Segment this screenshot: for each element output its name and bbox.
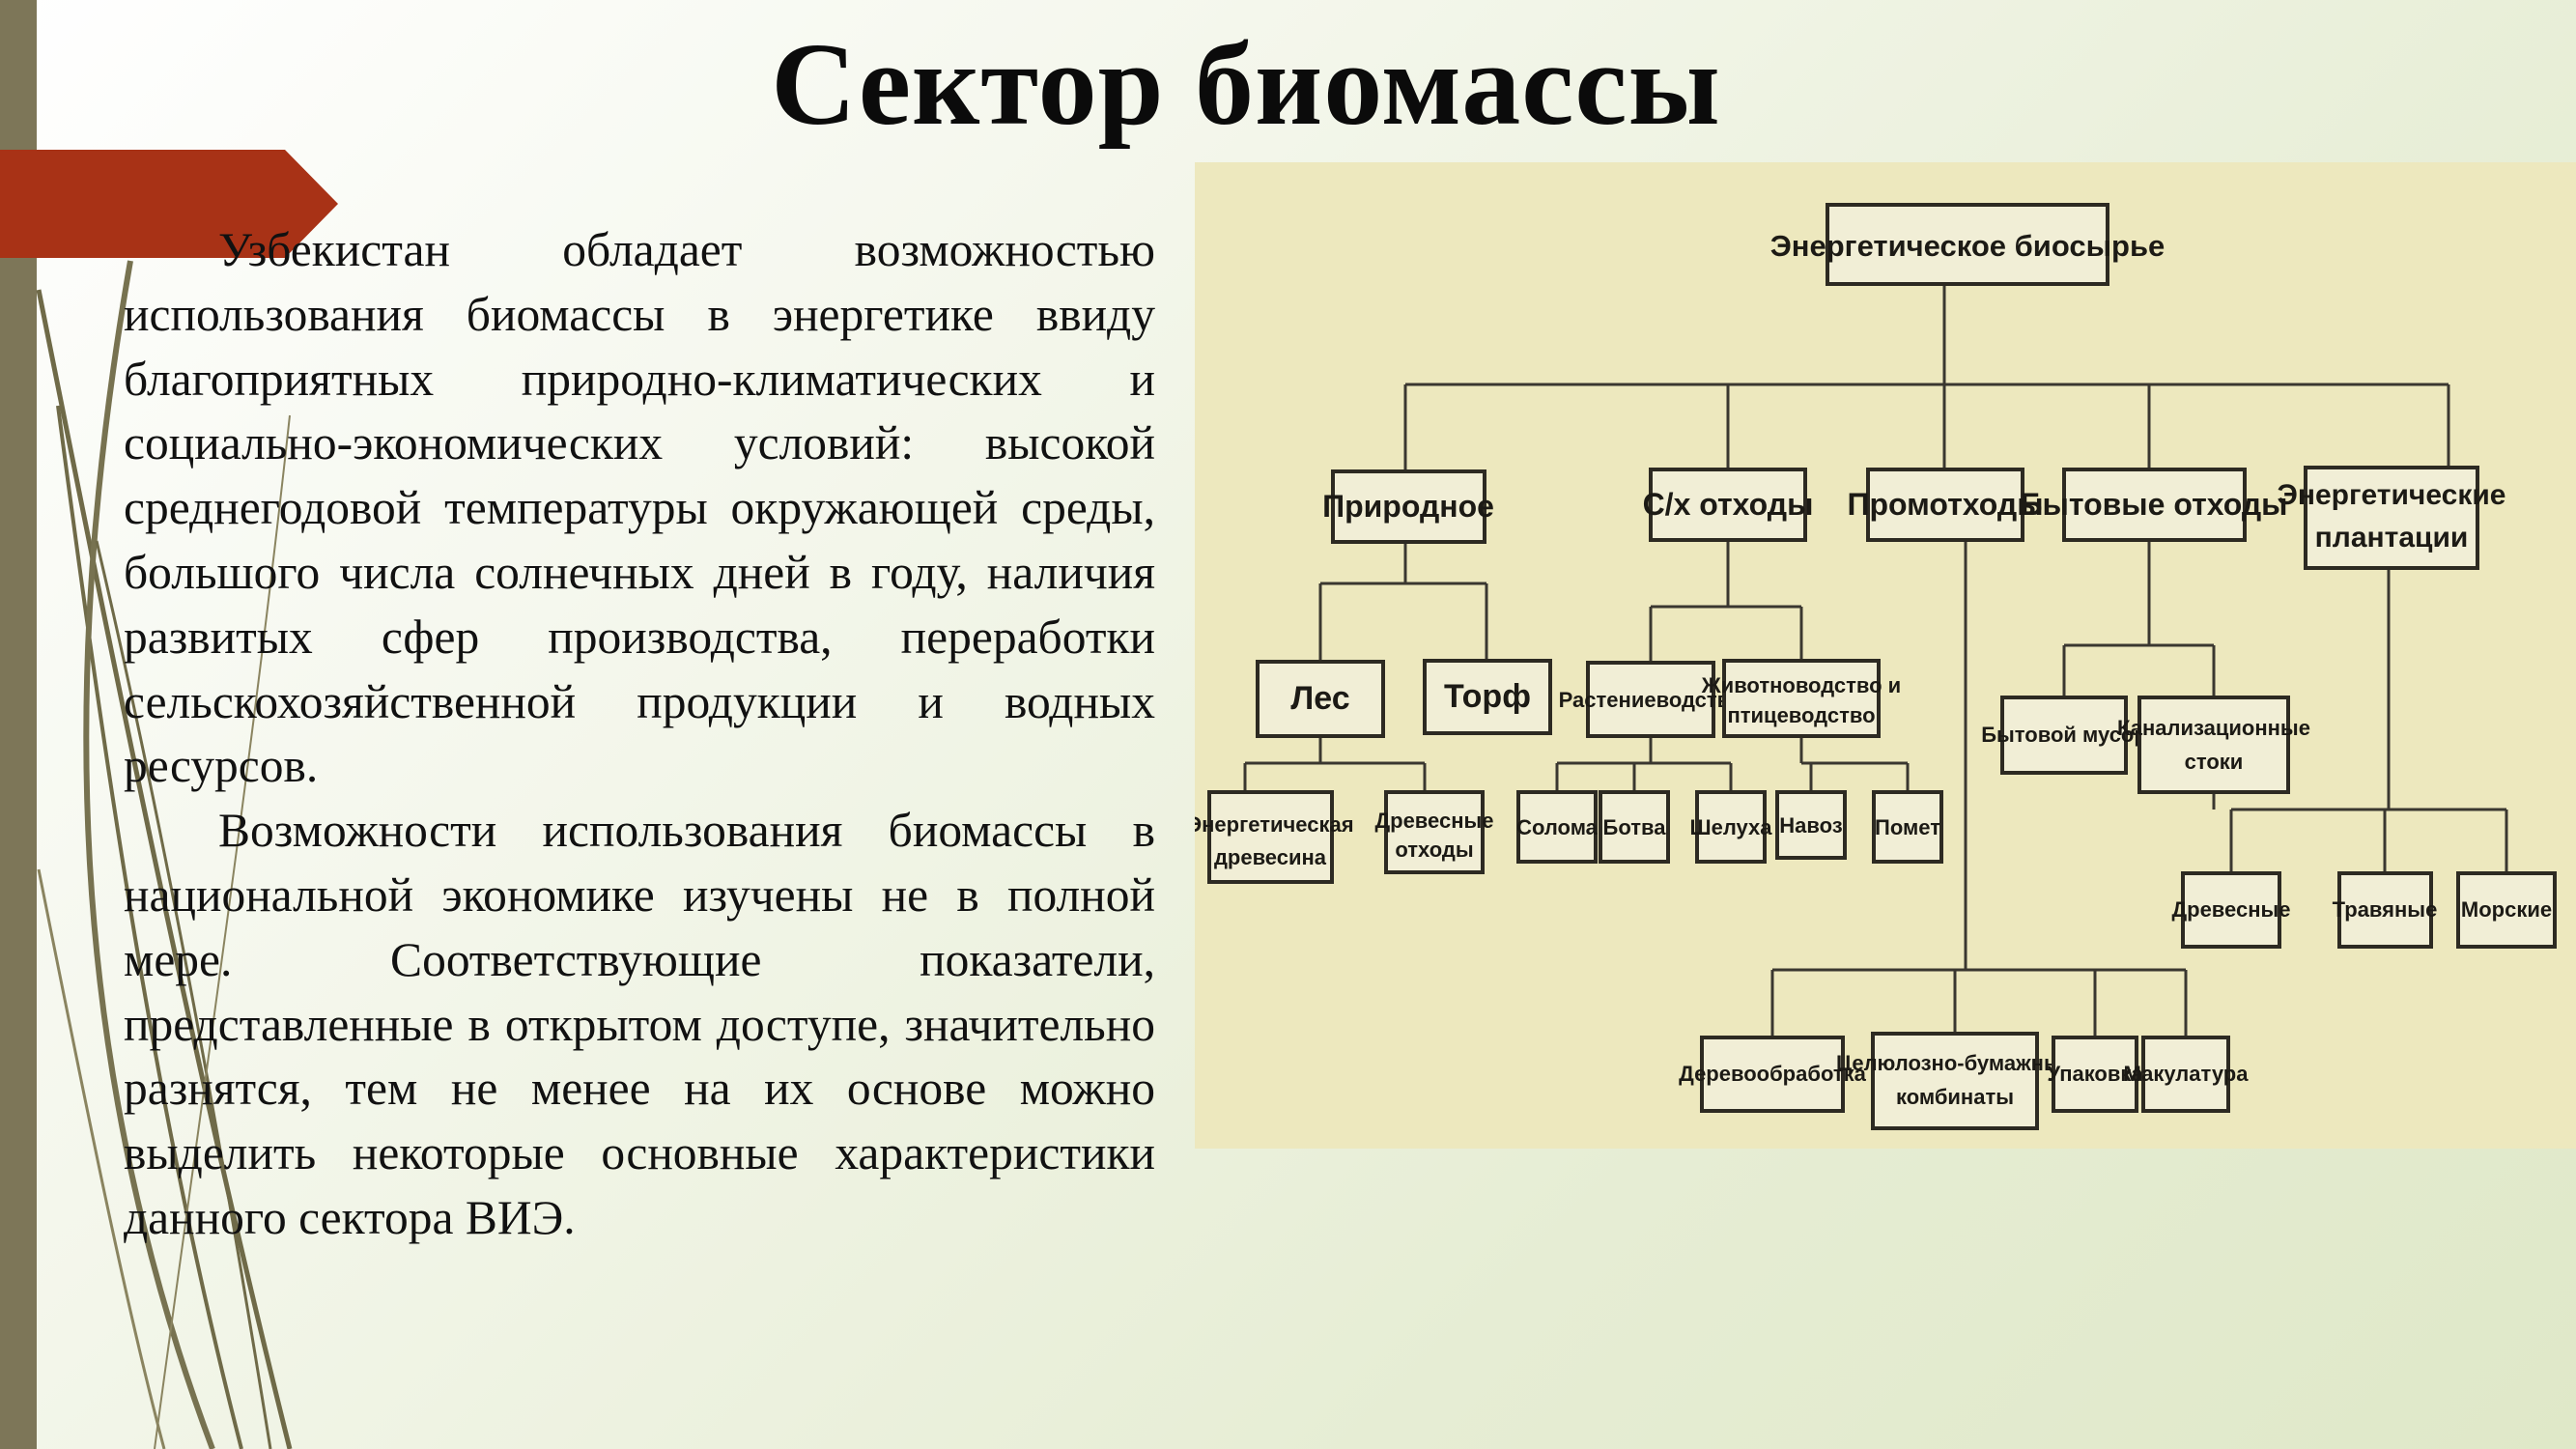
svg-text:Помет: Помет: [1875, 815, 1940, 839]
category-agri-waste: С/х отходы: [1643, 468, 1814, 542]
node-straw: Солома: [1516, 790, 1599, 864]
svg-text:плантации: плантации: [2315, 522, 2469, 554]
paragraph-1: Узбекистан обладает возможностью использ…: [124, 223, 1155, 793]
svg-text:Природное: Природное: [1322, 489, 1494, 524]
diagram-connectors: [1243, 284, 2508, 1037]
node-plantation-sea: Морские: [2456, 871, 2557, 949]
svg-text:Солома: Солома: [1516, 815, 1599, 839]
node-waste-paper: Макулатура: [2124, 1036, 2250, 1113]
root-label: Энергетическое биосырье: [1770, 229, 2166, 263]
node-livestock: Животноводство и птицеводство: [1701, 659, 1901, 738]
title-arrow-marker: [0, 150, 338, 258]
svg-text:Бытовые отходы: Бытовые отходы: [2021, 487, 2288, 522]
svg-text:отходы: отходы: [1395, 838, 1473, 862]
svg-text:Деревообработка: Деревообработка: [1679, 1062, 1866, 1086]
svg-text:Энергетические: Энергетические: [2278, 479, 2506, 511]
category-energy-plantations: Энергетические плантации: [2278, 466, 2506, 570]
biomass-hierarchy-diagram: Энергетическое биосырье Природное С/х от…: [1195, 162, 2576, 1149]
svg-text:комбинаты: комбинаты: [1896, 1085, 2014, 1109]
svg-text:Древесные: Древесные: [2171, 897, 2290, 922]
node-forest: Лес: [1256, 660, 1385, 738]
node-sewage: Канализационные стоки: [2117, 696, 2310, 794]
svg-text:Ботва: Ботва: [1603, 815, 1667, 839]
root-node: Энергетическое биосырье: [1770, 203, 2166, 286]
slide-body: Узбекистан обладает возможностью использ…: [124, 218, 1155, 1251]
svg-text:Навоз: Навоз: [1779, 813, 1843, 838]
decorative-swoosh: [36, 260, 293, 1449]
svg-text:Растениеводство: Растениеводство: [1559, 688, 1743, 712]
svg-text:Шелуха: Шелуха: [1689, 815, 1772, 839]
svg-text:Промотходы: Промотходы: [1847, 487, 2043, 522]
node-tops: Ботва: [1599, 790, 1670, 864]
svg-text:древесина: древесина: [1214, 845, 1327, 869]
node-pulp-mills: Целюлозно-бумажные комбинаты: [1836, 1032, 2074, 1130]
svg-text:Канализационные: Канализационные: [2117, 716, 2310, 740]
svg-text:стоки: стоки: [2185, 750, 2244, 774]
category-industrial-waste: Промотходы: [1847, 468, 2044, 542]
node-woodworking: Деревообработка: [1679, 1036, 1867, 1113]
node-wood-waste: Древесные отходы: [1374, 790, 1494, 874]
svg-text:Целюлозно-бумажные: Целюлозно-бумажные: [1836, 1051, 2074, 1075]
node-plantation-grass: Травяные: [2333, 871, 2438, 949]
svg-text:Древесные: Древесные: [1374, 809, 1493, 833]
node-plantation-wood: Древесные: [2171, 871, 2291, 949]
node-household-garbage: Бытовой мусор: [1981, 696, 2147, 775]
svg-text:Морские: Морские: [2461, 897, 2552, 922]
svg-text:Энергетическая: Энергетическая: [1195, 812, 1354, 837]
paragraph-2: Возможности использования биомассы в нац…: [124, 804, 1155, 1244]
node-droppings: Помет: [1872, 790, 1943, 864]
svg-text:Упаковка: Упаковка: [2047, 1062, 2143, 1086]
category-household-waste: Бытовые отходы: [2021, 468, 2288, 542]
svg-text:Макулатура: Макулатура: [2124, 1062, 2250, 1086]
node-peat: Торф: [1423, 659, 1552, 735]
svg-text:С/х отходы: С/х отходы: [1643, 487, 1814, 522]
node-manure: Навоз: [1775, 790, 1847, 860]
svg-text:Животноводство и: Животноводство и: [1701, 673, 1901, 697]
node-packaging: Упаковка: [2047, 1036, 2143, 1113]
svg-text:Травяные: Травяные: [2333, 897, 2438, 922]
svg-text:Торф: Торф: [1444, 678, 1531, 715]
node-crop-production: Растениеводство: [1559, 661, 1743, 738]
slide-title: Сектор биомассы: [771, 19, 1721, 150]
svg-text:птицеводство: птицеводство: [1727, 703, 1875, 727]
node-husk: Шелуха: [1689, 790, 1772, 864]
node-energy-wood: Энергетическая древесина: [1195, 790, 1354, 884]
category-natural: Природное: [1322, 469, 1494, 544]
svg-text:Бытовой мусор: Бытовой мусор: [1981, 723, 2147, 747]
svg-text:Лес: Лес: [1290, 680, 1349, 717]
